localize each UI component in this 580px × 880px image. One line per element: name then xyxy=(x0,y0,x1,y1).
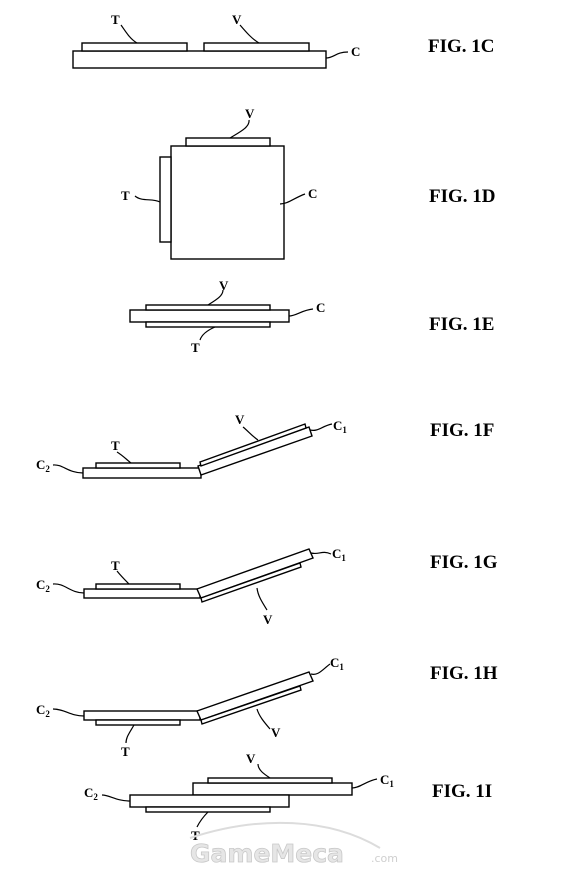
substrate-c xyxy=(72,50,327,69)
watermark: GameMeca .com xyxy=(189,821,398,868)
leader-c1 xyxy=(351,778,378,789)
label-t: T xyxy=(111,438,120,453)
leader-v xyxy=(239,24,260,44)
label-c: C xyxy=(316,300,325,315)
figure-caption: FIG. 1D xyxy=(429,186,496,207)
substrate-c2 xyxy=(83,588,201,599)
watermark-swoosh xyxy=(189,821,381,849)
leader-c1 xyxy=(310,663,331,675)
leader-t xyxy=(199,326,216,341)
element-t xyxy=(145,321,271,328)
watermark-suffix: .com xyxy=(371,852,398,865)
label-c1: C1 xyxy=(380,772,394,789)
figure-caption: FIG. 1I xyxy=(432,781,492,802)
label-c2: C2 xyxy=(36,577,50,594)
leader-v xyxy=(229,119,250,139)
label-c: C xyxy=(308,186,317,201)
label-v: V xyxy=(271,725,281,740)
substrate-c1 xyxy=(192,782,353,796)
leader-t xyxy=(125,724,135,744)
element-t xyxy=(95,583,181,590)
element-v xyxy=(199,423,307,467)
label-v: V xyxy=(245,106,255,121)
label-c2: C2 xyxy=(36,702,50,719)
leader-c2 xyxy=(52,708,85,717)
leader-c xyxy=(288,308,314,317)
substrate-c1 xyxy=(197,426,313,476)
label-t: T xyxy=(191,340,200,355)
label-v: V xyxy=(263,612,273,627)
leader-c xyxy=(279,193,306,205)
leader-c2 xyxy=(52,464,84,474)
label-v: V xyxy=(235,412,245,427)
leader-c2 xyxy=(101,794,131,802)
figure-1h: T V C1 C2 FIG. 1H xyxy=(36,655,498,759)
substrate-c2 xyxy=(129,794,290,808)
element-v xyxy=(200,562,302,603)
label-c1: C1 xyxy=(333,418,347,435)
label-t: T xyxy=(111,558,120,573)
figure-1d: V T C FIG. 1D xyxy=(121,106,496,260)
element-t xyxy=(95,719,181,726)
substrate-c1 xyxy=(196,548,314,599)
substrate-c2 xyxy=(82,467,202,479)
substrate-c1 xyxy=(196,671,314,721)
label-c2: C2 xyxy=(84,785,98,802)
figure-caption: FIG. 1C xyxy=(428,36,495,57)
label-v: V xyxy=(232,12,242,27)
label-t: T xyxy=(111,12,120,27)
leader-t xyxy=(196,811,209,828)
element-t xyxy=(159,156,172,243)
label-c1: C1 xyxy=(330,655,344,672)
figure-1f: T V C1 C2 FIG. 1F xyxy=(36,412,494,479)
label-c: C xyxy=(351,44,360,59)
leader-v xyxy=(207,289,224,306)
figure-caption: FIG. 1G xyxy=(430,552,498,573)
substrate-c xyxy=(170,145,285,260)
leader-v xyxy=(256,708,271,730)
label-c2: C2 xyxy=(36,457,50,474)
figure-caption: FIG. 1E xyxy=(429,314,494,335)
leader-c xyxy=(325,51,349,59)
figure-1i: V T C1 C2 FIG. 1I xyxy=(84,751,492,843)
leader-v xyxy=(256,587,268,611)
leader-t xyxy=(116,451,132,464)
leader-t xyxy=(116,570,130,585)
figure-caption: FIG. 1F xyxy=(430,420,494,441)
leader-c1 xyxy=(310,551,332,555)
leader-v xyxy=(257,763,271,779)
element-v xyxy=(207,777,333,784)
leader-v xyxy=(242,426,259,441)
label-v: V xyxy=(246,751,256,766)
label-t: T xyxy=(121,744,130,759)
element-v xyxy=(203,42,310,52)
element-t xyxy=(95,462,181,469)
figure-caption: FIG. 1H xyxy=(430,663,498,684)
figure-1c: T V C FIG. 1C xyxy=(72,12,495,69)
leader-t xyxy=(120,24,138,44)
element-t xyxy=(81,42,188,52)
label-v: V xyxy=(219,278,229,293)
element-v xyxy=(200,685,302,725)
label-t: T xyxy=(121,188,130,203)
element-v xyxy=(145,304,271,311)
leader-c1 xyxy=(309,423,333,431)
figure-1e: V T C FIG. 1E xyxy=(129,278,494,355)
leader-c2 xyxy=(52,583,85,594)
substrate-c2 xyxy=(83,710,201,721)
element-v xyxy=(185,137,271,147)
leader-t xyxy=(134,195,161,203)
figure-1g: T V C1 C2 FIG. 1G xyxy=(36,546,498,627)
label-c1: C1 xyxy=(332,546,346,563)
watermark-brand: GameMeca xyxy=(190,839,344,868)
element-t xyxy=(145,806,271,813)
substrate-c xyxy=(129,309,290,323)
